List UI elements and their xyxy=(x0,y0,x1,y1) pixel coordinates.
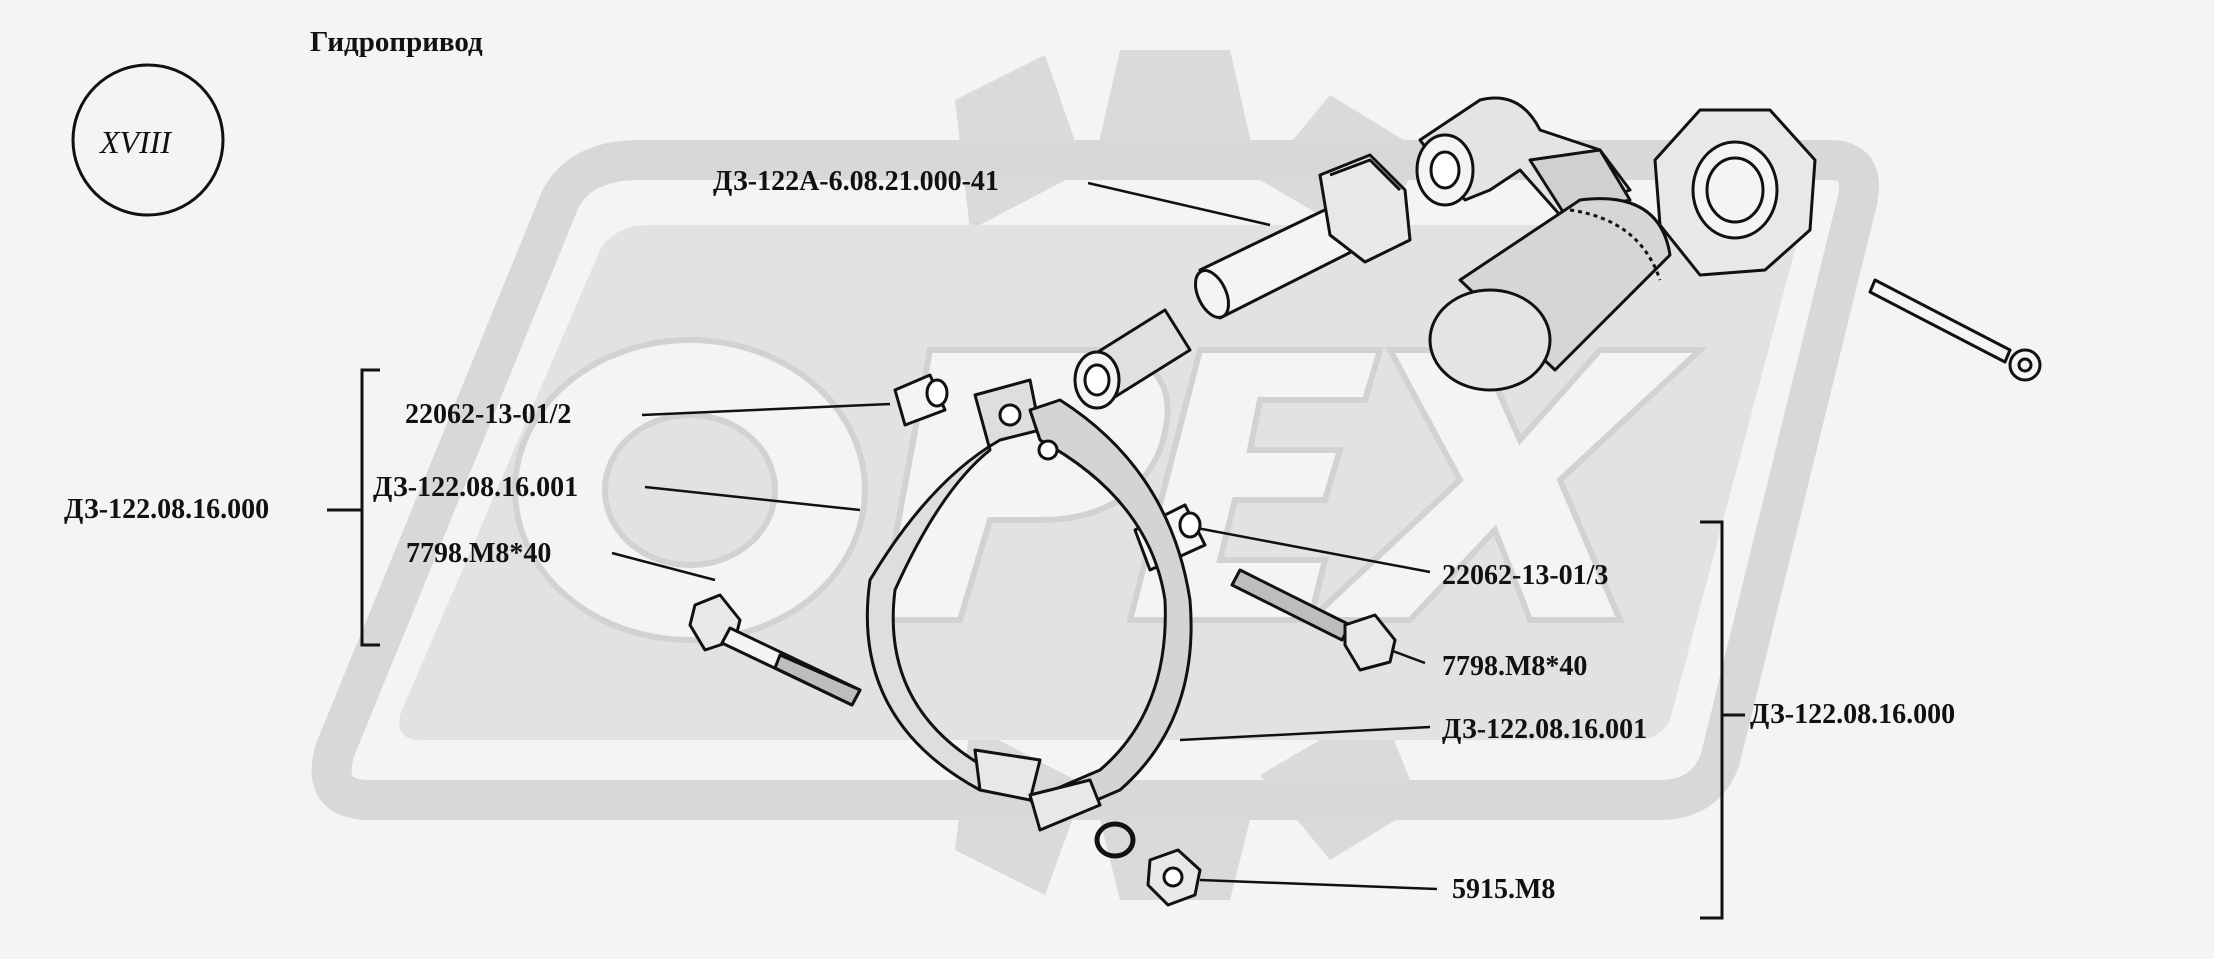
section-circle xyxy=(71,63,225,217)
label-clamp-lower: ДЗ-122.08.16.001 xyxy=(1442,714,1648,745)
label-bushing-right: 22062-13-01/3 xyxy=(1442,560,1609,591)
washer-part xyxy=(1094,821,1136,859)
cotter-pin-part xyxy=(1868,278,2042,382)
label-bolt-left: 7798.М8*40 xyxy=(406,538,552,569)
section-number: XVIII xyxy=(100,124,172,160)
tube-part xyxy=(1073,308,1192,410)
label-assembly-right: ДЗ-122.08.16.000 xyxy=(1750,699,1956,730)
label-bushing-left: 22062-13-01/2 xyxy=(405,399,572,430)
label-bolt-right: 7798.М8*40 xyxy=(1442,651,1588,682)
page-title: Гидропривод xyxy=(310,26,483,58)
watermark-frame xyxy=(311,140,1879,820)
label-nut: 5915.М8 xyxy=(1452,874,1556,905)
castle-nut-part xyxy=(1653,108,1817,277)
hose-fitting-part xyxy=(1193,153,1412,320)
bushing-left-part xyxy=(893,373,949,427)
clamp-lower-part xyxy=(1028,398,1193,832)
label-assembly-left: ДЗ-122.08.16.000 xyxy=(64,494,270,525)
clamp-upper-part xyxy=(865,378,1042,802)
watermark-letters xyxy=(512,337,1708,643)
nut-part xyxy=(1146,848,1202,907)
label-clamp-upper: ДЗ-122.08.16.001 xyxy=(373,472,579,503)
right-bracket xyxy=(1700,520,1745,920)
threaded-cylinder-part xyxy=(1428,197,1672,392)
left-bracket xyxy=(327,368,380,647)
bolt-right-part xyxy=(1230,568,1397,672)
bolt-left-part xyxy=(688,593,862,707)
parts-drawing xyxy=(688,96,2042,907)
leader-lines xyxy=(611,181,1438,891)
elbow-part xyxy=(1415,96,1632,217)
label-hose-fitting: ДЗ-122А-6.08.21.000-41 xyxy=(713,166,999,197)
